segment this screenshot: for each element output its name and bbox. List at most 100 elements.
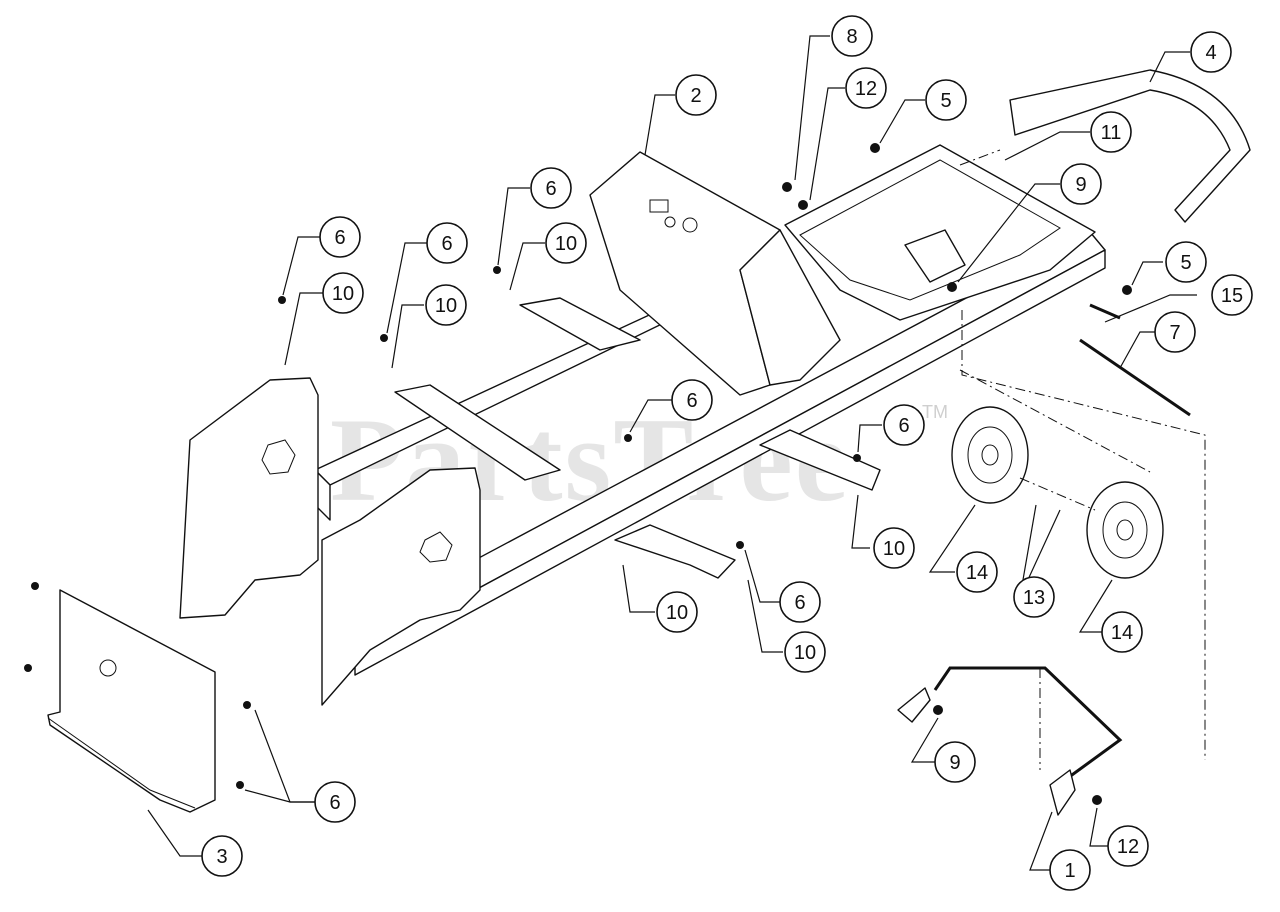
hardware-5b <box>1122 285 1132 295</box>
right-front-plate-hole <box>419 531 453 563</box>
callout-12-label: 12 <box>1117 836 1139 858</box>
callout-10-label: 10 <box>666 602 688 624</box>
callout-6[interactable]: 6 <box>883 404 925 446</box>
callout-3[interactable]: 3 <box>201 835 243 877</box>
callout-5-label: 5 <box>1180 252 1191 274</box>
hardware-9a <box>947 282 957 292</box>
callout-9-label: 9 <box>949 752 960 774</box>
alignment-line-2 <box>959 369 1151 473</box>
watermark-tm: TM <box>922 402 948 422</box>
callout-9[interactable]: 9 <box>934 741 976 783</box>
callout-2[interactable]: 2 <box>675 74 717 116</box>
rear-axle-bracket <box>759 429 881 491</box>
hardware-6d <box>624 434 632 442</box>
callout-9-label: 9 <box>1075 174 1086 196</box>
mid-cross-member <box>519 297 641 351</box>
hardware-6c <box>493 266 501 274</box>
lever-bracket-upper <box>897 687 931 723</box>
axle-rod <box>1079 338 1191 417</box>
lower-axle-bracket <box>614 524 736 579</box>
alignment-line-4 <box>959 149 1001 166</box>
callout-13-label: 13 <box>1023 587 1045 609</box>
callout-8[interactable]: 8 <box>831 15 873 57</box>
hardware-6g-a <box>243 701 251 709</box>
hardware-6g-b <box>236 781 244 789</box>
callout-13[interactable]: 13 <box>1013 576 1055 618</box>
callout-10[interactable]: 10 <box>784 631 826 673</box>
callout-12[interactable]: 12 <box>845 67 887 109</box>
pulley-axis <box>1019 477 1096 511</box>
callout-6[interactable]: 6 <box>319 216 361 258</box>
callout-10-label: 10 <box>794 642 816 664</box>
callout-7-label: 7 <box>1169 322 1180 344</box>
hardware-6e <box>853 454 861 462</box>
dash-hole-1 <box>682 217 698 233</box>
callout-9[interactable]: 9 <box>1060 163 1102 205</box>
dash-hole-2 <box>664 216 676 228</box>
hardware-12a <box>798 200 808 210</box>
link-rod-15 <box>1089 303 1121 320</box>
callout-12-label: 12 <box>855 78 877 100</box>
rear-pan-box <box>904 229 966 283</box>
callout-5[interactable]: 5 <box>925 79 967 121</box>
callout-10-label: 10 <box>435 295 457 317</box>
rear-seat-pan-inner <box>799 159 1061 301</box>
left-front-plate-hole <box>261 439 296 475</box>
dash-slot-1 <box>649 199 669 213</box>
pulley-upper <box>951 406 1029 504</box>
callout-6-label: 6 <box>545 178 556 200</box>
right-frame-rail-lower <box>354 249 1106 676</box>
front-bottom-plate-lip <box>47 717 196 809</box>
callout-8-label: 8 <box>846 26 857 48</box>
frame-assembly <box>24 69 1251 816</box>
callout-10[interactable]: 10 <box>425 284 467 326</box>
hardware-5a <box>870 143 880 153</box>
callout-6-label: 6 <box>441 233 452 255</box>
lever-bracket-lower <box>1049 769 1076 816</box>
callout-2-label: 2 <box>690 85 701 107</box>
callout-6[interactable]: 6 <box>530 167 572 209</box>
callout-6[interactable]: 6 <box>426 222 468 264</box>
callout-10[interactable]: 10 <box>873 527 915 569</box>
callout-10[interactable]: 10 <box>656 591 698 633</box>
callout-1[interactable]: 1 <box>1049 849 1091 891</box>
callout-15-label: 15 <box>1221 285 1243 307</box>
callout-10[interactable]: 10 <box>322 272 364 314</box>
dash-panel-side <box>739 229 841 386</box>
callout-14[interactable]: 14 <box>956 551 998 593</box>
lift-lever <box>933 666 1123 782</box>
hardware-12b <box>1092 795 1102 805</box>
callout-10[interactable]: 10 <box>545 222 587 264</box>
callout-6[interactable]: 6 <box>779 581 821 623</box>
front-plate-hole <box>99 659 117 677</box>
callout-6-label: 6 <box>898 415 909 437</box>
callout-11-label: 11 <box>1101 122 1122 144</box>
callout-11[interactable]: 11 <box>1090 111 1132 153</box>
callout-14-label: 14 <box>966 562 988 584</box>
hardware-6f <box>736 541 744 549</box>
callout-6-label: 6 <box>329 792 340 814</box>
callout-6-label: 6 <box>334 227 345 249</box>
callout-6-label: 6 <box>794 592 805 614</box>
callout-10-label: 10 <box>883 538 905 560</box>
hardware-6b <box>380 334 388 342</box>
callout-3-label: 3 <box>216 846 227 868</box>
rear-bumper <box>1009 69 1251 223</box>
callout-12[interactable]: 12 <box>1107 825 1149 867</box>
callout-4-label: 4 <box>1205 42 1216 64</box>
callout-6[interactable]: 6 <box>314 781 356 823</box>
callout-5[interactable]: 5 <box>1165 241 1207 283</box>
callout-7[interactable]: 7 <box>1154 311 1196 353</box>
callout-6[interactable]: 6 <box>671 379 713 421</box>
callout-4[interactable]: 4 <box>1190 31 1232 73</box>
callout-15[interactable]: 15 <box>1211 274 1253 316</box>
hardware-8 <box>782 182 792 192</box>
callout-14[interactable]: 14 <box>1101 611 1143 653</box>
alignment-line-1 <box>961 310 1206 760</box>
front-cross-member <box>394 384 561 481</box>
hardware-3a <box>31 582 39 590</box>
hardware-9b <box>933 705 943 715</box>
right-front-plate <box>321 467 481 706</box>
callout-5-label: 5 <box>940 90 951 112</box>
